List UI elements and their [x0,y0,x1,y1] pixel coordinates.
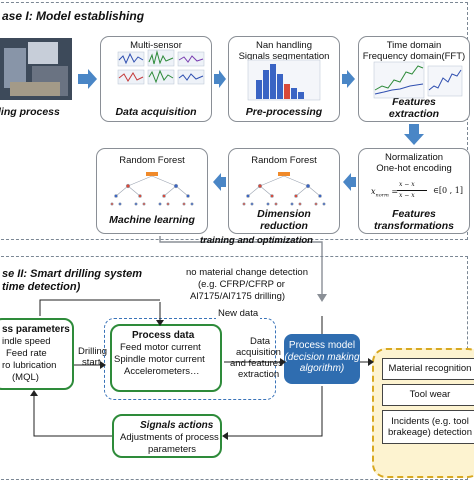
incidents-label: Incidents (e.g. tool brakeage) detection [388,416,472,438]
data-acquisition-label: Data acquisition [115,106,197,118]
feed-rate-label: Feed rate [6,348,47,359]
features-t-label: Features [392,208,436,220]
segmentation-label: Signals segmentation [238,51,330,62]
tool-wear-label: Tool wear [409,389,451,400]
features-label: Features [392,96,436,108]
process-data-box: Process data Feed motor current Spindle … [110,324,222,392]
process-data-dashed-frame [104,318,276,400]
process-parameters-title: ss parameters [2,324,70,335]
drilling-photo [0,38,72,100]
dimension-reduction-box: Random Forest Dimension reduction [228,148,340,234]
acq-label-3: and features [230,358,283,369]
drilling-label: Drilling [78,346,108,357]
feed-motor-label: Feed motor current [120,342,201,353]
lubrication-label: ro lubrication [2,360,57,371]
dimension-label: Dimension [257,208,311,220]
spindle-motor-label: Spindle motor current [114,354,205,365]
features-transformations-box: Normalization One-hot encoding xnorm = x… [358,148,470,234]
spindle-speed-label: indle speed [2,336,51,347]
phase1-title: ase I: Model establishing [2,9,145,23]
process-model-sub1: (decision making [284,351,360,363]
signals-actions-title: Signals actions [140,420,214,431]
incidents-box: Incidents (e.g. tool brakeage) detection [382,410,474,444]
one-hot-label: One-hot encoding [376,163,452,174]
process-parameters-box: ss parameters indle speed Feed rate ro l… [0,318,74,390]
no-change-line-3: Al7175/Al7175 drilling) [190,291,286,302]
process-model-title: Process model [288,340,356,351]
adjustments-label: Adjustments of process [120,432,219,443]
random-forest-label-2: Random Forest [119,155,185,166]
process-model-sub2: algorithm) [299,363,345,374]
phase1-arrows [78,69,424,191]
material-recognition-box: Material recognition [382,358,474,380]
phase2-title-1: se II: Smart drilling system [2,268,142,280]
signals-actions-box: Signals actions Adjustments of process p… [112,414,222,458]
machine-learning-label: Machine learning [109,214,195,226]
multi-sensor-plots-icon [117,49,205,85]
reduction-label: reduction [260,220,308,232]
start-label: start [82,357,101,368]
random-forest-tree-icon-2 [110,172,194,206]
phase1-frame [0,2,468,240]
machine-learning-box: Random Forest Machine learning [96,148,208,234]
training-optimization-label: training and optimization [200,235,313,246]
tool-wear-box: Tool wear [382,384,474,406]
normalization-formula: xnorm = x − x x − x ∈[0 , 1] [371,181,463,199]
acq-label-1: Data [250,336,271,347]
acq-label-2: acquisition [236,347,281,358]
time-domain-label: Time domain [386,40,442,51]
new-data-label: New data [216,308,261,320]
no-change-line-1: no material change detection [186,267,308,278]
no-change-line-2: (e.g. CFRP/CFRP or [198,279,285,290]
preprocessing-label: Pre-processing [245,106,323,118]
histogram-icon [247,59,321,101]
multi-sensor-label: Multi-sensor [130,40,182,51]
process-data-title: Process data [132,330,195,341]
training-connector [159,236,323,296]
transformations-label: transformations [374,220,454,232]
phase2-title-2: time detection) [2,281,81,293]
mql-label: (MQL) [12,372,39,383]
extraction-label: extraction [388,108,440,120]
frequency-domain-label: Frequency domain(FFT) [362,51,466,62]
random-forest-tree-icon-1 [242,172,326,206]
acq-label-4: extraction [238,369,280,380]
material-recognition-label: Material recognition [388,363,472,374]
time-frequency-plots-icon [373,61,463,99]
random-forest-label-1: Random Forest [251,155,317,166]
normalization-label: Normalization [384,152,444,163]
step1-label: ling process [0,106,60,118]
process-model-box: Process model (decision making algorithm… [284,334,360,384]
parameters-label: parameters [148,444,197,455]
nan-handling-label: Nan handling [256,40,312,51]
accelerometers-label: Accelerometers… [124,366,200,377]
